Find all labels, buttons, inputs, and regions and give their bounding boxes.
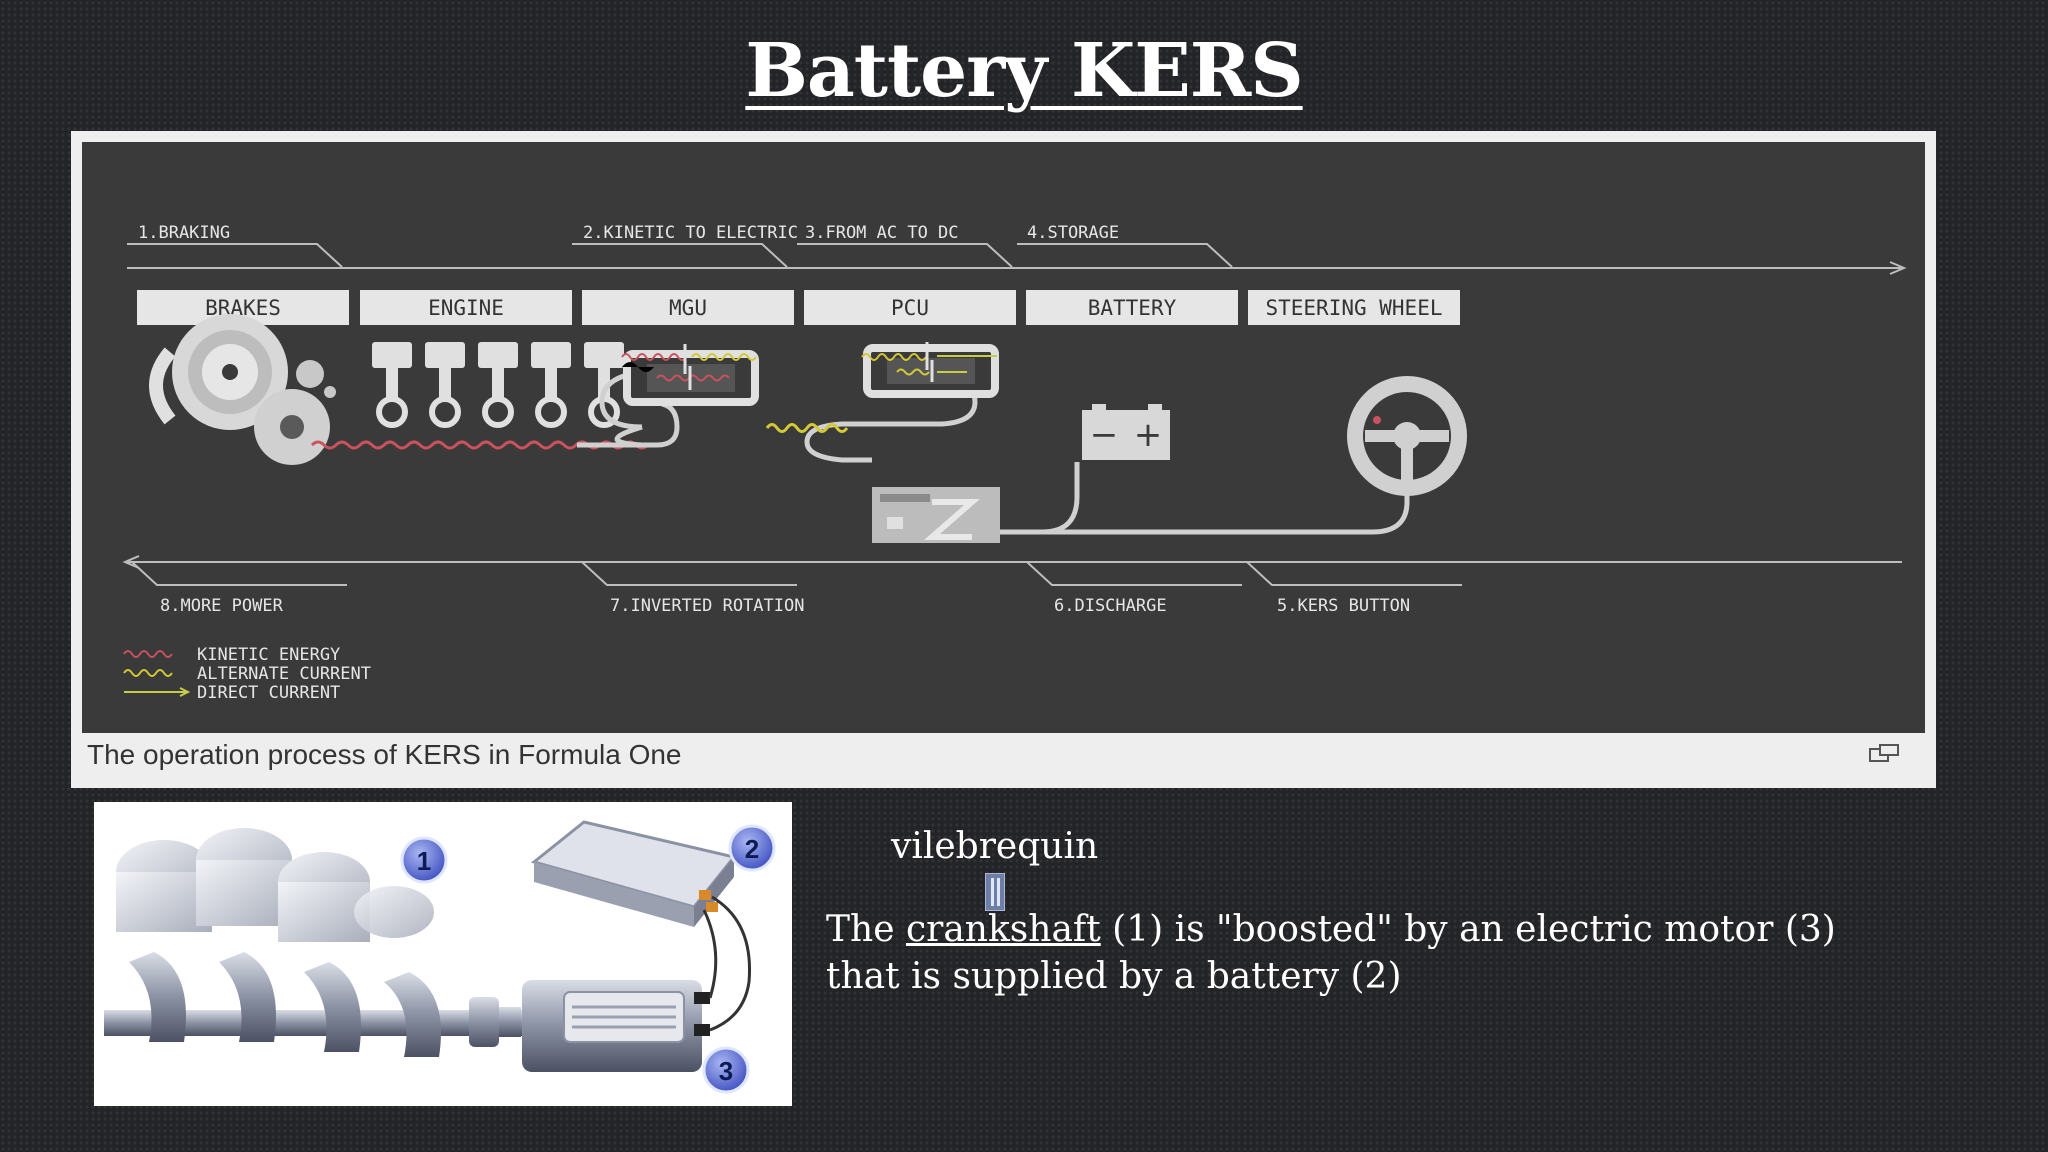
step-label: 4.STORAGE [1027, 223, 1119, 243]
legend-label: ALTERNATE CURRENT [197, 664, 371, 684]
control-unit-icon [872, 487, 1000, 543]
figure-caption: The operation process of KERS in Formula… [87, 739, 682, 770]
diagram-legend: KINETIC ENERGY ALTERNATE CURRENT DIRECT … [123, 645, 371, 703]
component-label: PCU [891, 296, 929, 320]
top-step-labels: 1.BRAKING 2.KINETIC TO ELECTRIC 3.FROM A… [138, 223, 1119, 243]
steering-wheel-icon [1347, 376, 1467, 496]
component-boxes: BRAKES ENGINE MGU PCU BATTERY STEERING W… [137, 290, 1460, 325]
engine-pistons-icon [372, 342, 624, 428]
component-label: MGU [669, 296, 707, 320]
battery-minus-sign: − [1090, 415, 1119, 455]
step-label: 1.BRAKING [138, 223, 230, 243]
battery-unit [530, 820, 737, 927]
component-label: STEERING WHEEL [1265, 296, 1442, 320]
mgu-icon [622, 350, 759, 406]
electric-motor [522, 980, 710, 1072]
callout-badge: 2 [728, 824, 776, 872]
pcu-icon [863, 344, 999, 398]
callout-number: 3 [719, 1056, 733, 1086]
component-label: ENGINE [428, 296, 504, 320]
step-label: 7.INVERTED ROTATION [610, 596, 804, 616]
brake-disc-icon [149, 314, 336, 465]
step-label: 8.MORE POWER [160, 596, 284, 616]
callout-number: 1 [417, 846, 431, 876]
pause-marker-icon [985, 873, 1005, 911]
description-start: The [826, 909, 906, 950]
legend-label: DIRECT CURRENT [197, 683, 340, 703]
legend-label: KINETIC ENERGY [197, 645, 340, 665]
callout-number: 2 [745, 834, 759, 864]
term-translation: vilebrequin [891, 826, 1099, 867]
battery-icon: − + [1082, 404, 1170, 460]
step-label: 6.DISCHARGE [1054, 596, 1167, 616]
step-label: 2.KINETIC TO ELECTRIC [583, 223, 798, 243]
callout-badge: 3 [702, 1046, 750, 1094]
battery-plus-sign: + [1134, 415, 1163, 455]
crankshaft [104, 952, 544, 1057]
kers-engine-photo: 1 2 3 [94, 802, 792, 1106]
crankshaft-link[interactable]: crankshaft [905, 909, 1101, 950]
description-text: The crankshaft (1) is "boosted" by an el… [826, 906, 1866, 1000]
description-end: (1) is "boosted" by an electric motor (3… [826, 909, 1836, 997]
component-label: BATTERY [1088, 296, 1177, 320]
step-label: 5.KERS BUTTON [1277, 596, 1410, 616]
step-label: 3.FROM AC TO DC [805, 223, 959, 243]
engine-pistons [116, 828, 434, 942]
callout-badge: 1 [400, 836, 448, 884]
kers-diagram-figure: 1.BRAKING 2.KINETIC TO ELECTRIC 3.FROM A… [71, 131, 1936, 788]
kers-diagram: 1.BRAKING 2.KINETIC TO ELECTRIC 3.FROM A… [82, 142, 1925, 733]
slide-title: Battery KERS [745, 28, 1303, 114]
bottom-step-labels: 8.MORE POWER 7.INVERTED ROTATION 6.DISCH… [160, 596, 1410, 616]
expand-icon[interactable] [1868, 743, 1900, 763]
